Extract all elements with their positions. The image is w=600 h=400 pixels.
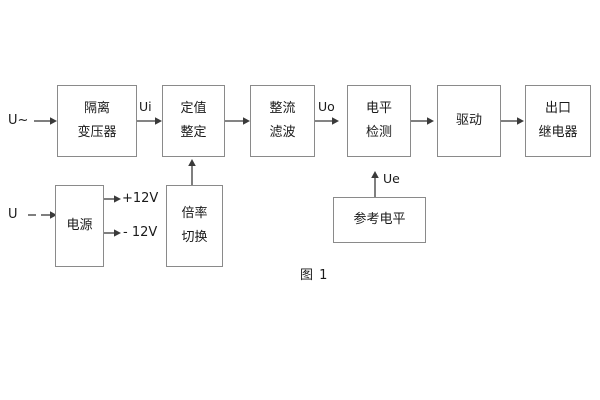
label-positive-12v: +12V [122,191,159,206]
arrow-setting-to-rectify [225,117,250,125]
arrow-power-supply-neg12v [104,229,121,237]
output-relay-line-2: 继电器 [538,125,578,140]
block-drive: 驱动 [437,85,501,157]
block-power-supply: 电源 [55,185,104,267]
multiplier-switch-line-2: 切换 [181,230,208,245]
block-reference-level: 参考电平 [333,197,426,243]
power-supply-line-1: 电源 [66,217,93,233]
arrow-multiplier-to-setting [188,159,196,186]
arrow-level-to-drive [411,117,434,125]
label-ui-signal: Ui [139,99,152,114]
isolation-transformer-line-1: 隔离 [83,100,110,116]
label-negative-12v: - 12V [123,225,158,240]
isolation-transformer-line-2: 变压器 [77,125,117,140]
drive-line-1: 驱动 [455,112,482,128]
level-detection-line-1: 电平 [365,100,392,116]
setting-value-line-1: 定值 [180,100,207,116]
block-output-relay: 出口 继电器 [525,85,591,157]
arrow-rectify-to-level [315,117,339,125]
reference-level-line-1: 参考电平 [353,211,406,227]
rectify-filter-line-1: 整流 [269,100,296,116]
arrow-power-supply-pos12v [104,195,121,203]
arrow-dc-input-to-power-supply [28,211,57,219]
block-rectify-filter: 整流 滤波 [250,85,315,157]
figure-caption: 图 1 [300,268,329,283]
label-ac-input: U~ [8,113,29,128]
output-relay-line-1: 出口 [544,100,571,116]
arrow-reference-to-level [371,171,379,197]
block-isolation-transformer: 隔离 变压器 [57,85,137,157]
arrow-ac-input-to-isolation [34,117,57,125]
multiplier-switch-line-1: 倍率 [181,205,208,221]
block-multiplier-switch: 倍率 切换 [166,185,223,267]
label-dc-input: U [8,207,18,222]
label-ue-signal: Ue [383,171,400,186]
label-uo-signal: Uo [318,99,335,114]
setting-value-line-2: 整定 [180,125,207,140]
block-level-detection: 电平 检测 [347,85,411,157]
level-detection-line-2: 检测 [365,125,392,140]
rectify-filter-line-2: 滤波 [269,125,296,140]
block-setting-value: 定值 整定 [162,85,225,157]
arrow-drive-to-output-relay [501,117,524,125]
arrow-isolation-to-setting [137,117,162,125]
